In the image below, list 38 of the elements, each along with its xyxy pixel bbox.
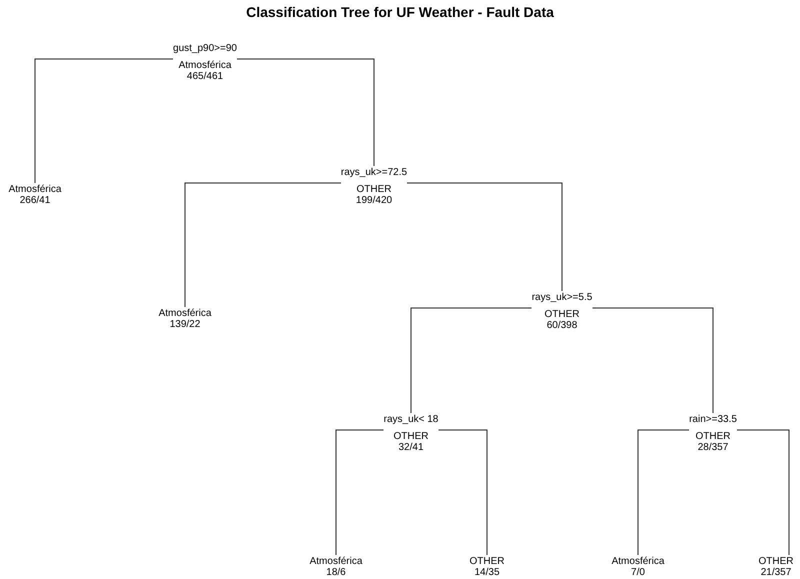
split-rule-label: gust_p90>=90 [173,43,237,54]
tree-branch-line [406,182,562,292]
class-count-label: 28/357 [698,442,728,453]
class-count-label: 266/41 [20,195,50,206]
chart-title: Classification Tree for UF Weather - Fault Data [245,4,555,20]
split-rule-label: rain>=33.5 [689,414,737,425]
tree-branch-line [410,308,532,414]
class-count-label: 21/357 [760,567,792,578]
class-label: OTHER [470,556,504,567]
class-label: OTHER [356,184,392,195]
class-label: OTHER [696,431,730,442]
tree-branch-line [592,308,714,414]
class-count-label: 18/6 [326,567,346,578]
class-label: Atmosférica [178,60,232,71]
tree-branch-line [34,58,174,184]
class-count-label: 199/420 [356,195,392,206]
class-count-label: 7/0 [631,567,645,578]
class-count-label: 139/22 [170,319,200,330]
split-rule-label: rays_uk< 18 [384,414,438,425]
class-label: Atmosférica [158,308,212,319]
split-rule-label: rays_uk>=5.5 [532,292,592,303]
tree-branch-line [638,430,690,556]
tree-branch-line [438,430,488,556]
tree-branch-line [236,58,374,166]
class-count-label: 465/461 [186,71,224,82]
class-label: OTHER [758,556,794,567]
class-count-label: 32/41 [398,442,424,453]
class-count-label: 60/398 [546,320,578,331]
split-rule-label: rays_uk>=72.5 [340,167,408,178]
class-label: Atmosférica [8,184,62,195]
class-count-label: 14/35 [474,567,500,578]
tree-branch-line [184,182,342,308]
tree-branch-line [336,430,384,556]
tree-branch-line [736,430,790,556]
class-label: Atmosférica [612,556,664,567]
class-label: OTHER [394,431,428,442]
class-label: OTHER [544,309,580,320]
class-label: Atmosférica [310,556,362,567]
